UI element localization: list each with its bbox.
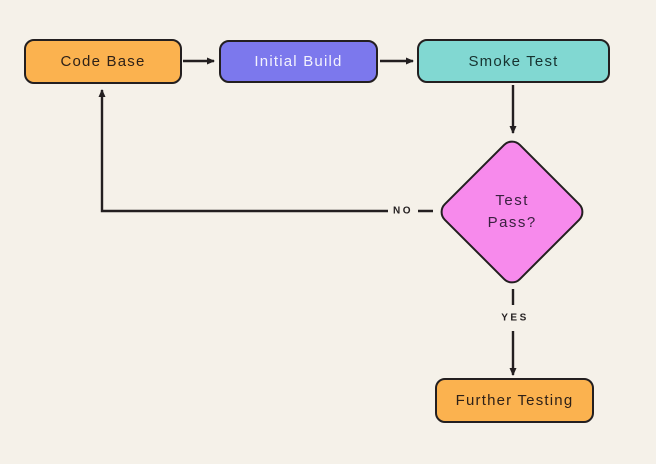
- edge-label-yes: YES: [496, 311, 534, 325]
- node-smoke-test-label: Smoke Test: [468, 52, 559, 70]
- node-code-base-label: Code Base: [60, 53, 146, 70]
- node-smoke-test[interactable]: Smoke Test: [417, 39, 610, 83]
- edge-testpass-no-to-codebase: [98, 89, 433, 213]
- node-code-base[interactable]: Code Base: [24, 39, 182, 84]
- node-initial-build-label: Initial Build: [254, 53, 343, 70]
- node-test-pass-label: Test Pass?: [487, 192, 537, 231]
- node-further-testing-label: Further Testing: [455, 392, 574, 409]
- edge-label-no: NO: [388, 204, 418, 218]
- node-further-testing[interactable]: Further Testing: [435, 378, 594, 423]
- node-initial-build[interactable]: Initial Build: [219, 40, 378, 83]
